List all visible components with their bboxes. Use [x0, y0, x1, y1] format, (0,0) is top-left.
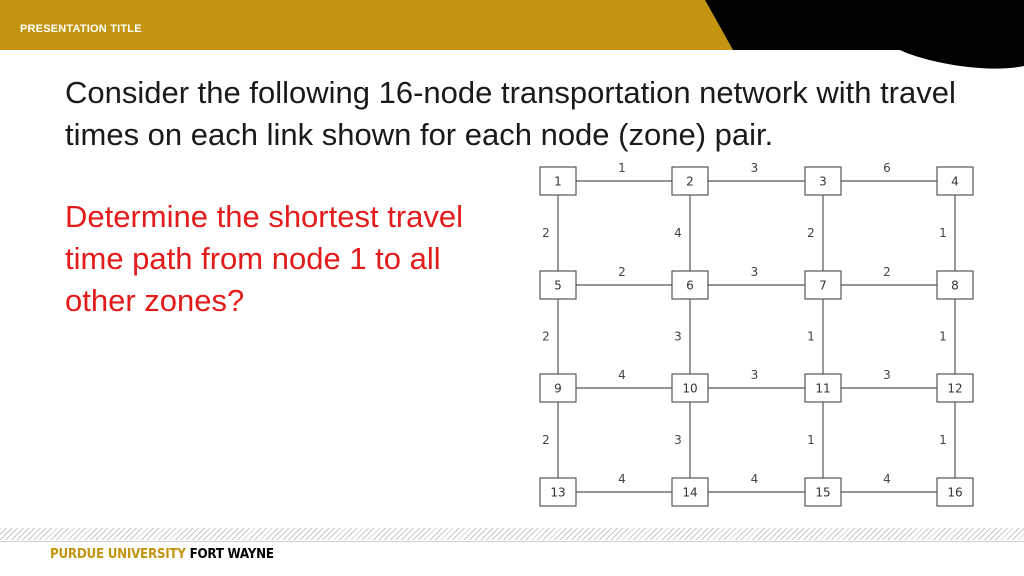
node-box-4 — [936, 166, 974, 196]
footer-divider — [0, 541, 1024, 542]
node-box-13 — [539, 477, 577, 507]
link-time-2-3: 3 — [751, 161, 759, 175]
node-label-15: 15 — [815, 486, 830, 500]
footer-hatch-strip — [0, 528, 1024, 540]
node-label-4: 4 — [951, 175, 959, 189]
link-time-7-8: 2 — [883, 265, 891, 279]
link-time-11-15: 1 — [807, 433, 815, 447]
link-time-7-11: 1 — [807, 330, 815, 344]
link-time-8-12: 1 — [939, 330, 947, 344]
link-time-1-2: 1 — [618, 161, 626, 175]
link-time-3-7: 2 — [807, 226, 815, 240]
node-box-12 — [936, 373, 974, 403]
node-label-14: 14 — [682, 486, 697, 500]
link-time-10-11: 3 — [751, 368, 759, 382]
link-time-4-8: 1 — [939, 226, 947, 240]
node-box-15 — [804, 477, 842, 507]
node-box-8 — [936, 270, 974, 300]
node-label-11: 11 — [815, 382, 830, 396]
link-time-2-6: 4 — [674, 226, 682, 240]
link-time-13-14: 4 — [618, 472, 626, 486]
node-label-12: 12 — [947, 382, 962, 396]
link-time-15-16: 4 — [883, 472, 891, 486]
link-time-9-13: 2 — [542, 433, 550, 447]
node-label-5: 5 — [554, 279, 562, 293]
node-label-9: 9 — [554, 382, 562, 396]
node-label-13: 13 — [550, 486, 565, 500]
link-time-9-10: 4 — [618, 368, 626, 382]
link-time-12-16: 1 — [939, 433, 947, 447]
node-label-16: 16 — [947, 486, 962, 500]
header-black-corner — [705, 0, 1024, 69]
node-label-7: 7 — [819, 279, 827, 293]
node-box-1 — [539, 166, 577, 196]
node-box-5 — [539, 270, 577, 300]
node-box-6 — [671, 270, 709, 300]
link-time-10-14: 3 — [674, 433, 682, 447]
node-label-2: 2 — [686, 175, 694, 189]
link-time-6-7: 3 — [751, 265, 759, 279]
link-time-11-12: 3 — [883, 368, 891, 382]
node-box-7 — [804, 270, 842, 300]
link-time-1-5: 2 — [542, 226, 550, 240]
link-time-5-9: 2 — [542, 330, 550, 344]
slide-heading: Consider the following 16-node transport… — [65, 75, 956, 152]
node-box-3 — [804, 166, 842, 196]
header-gold-band — [0, 0, 733, 50]
link-time-5-6: 2 — [618, 265, 626, 279]
link-time-6-10: 3 — [674, 330, 682, 344]
node-label-1: 1 — [554, 175, 562, 189]
link-time-14-15: 4 — [751, 472, 759, 486]
node-box-10 — [671, 373, 709, 403]
logo-university-text: PURDUE UNIVERSITY — [50, 547, 186, 562]
header-band — [0, 0, 1024, 69]
logo-campus-text: FORT WAYNE — [189, 547, 274, 562]
node-box-16 — [936, 477, 974, 507]
node-label-6: 6 — [686, 279, 694, 293]
node-label-8: 8 — [951, 279, 959, 293]
node-label-10: 10 — [682, 382, 697, 396]
node-box-14 — [671, 477, 709, 507]
node-label-3: 3 — [819, 175, 827, 189]
link-time-3-4: 6 — [883, 161, 891, 175]
node-box-2 — [671, 166, 709, 196]
slide-question: Determine the shortest travel time path … — [65, 199, 464, 318]
node-box-9 — [539, 373, 577, 403]
presentation-title: PRESENTATION TITLE — [20, 23, 142, 35]
node-box-11 — [804, 373, 842, 403]
purdue-fort-wayne-logo: PURDUE UNIVERSITY FORT WAYNE — [50, 547, 274, 562]
